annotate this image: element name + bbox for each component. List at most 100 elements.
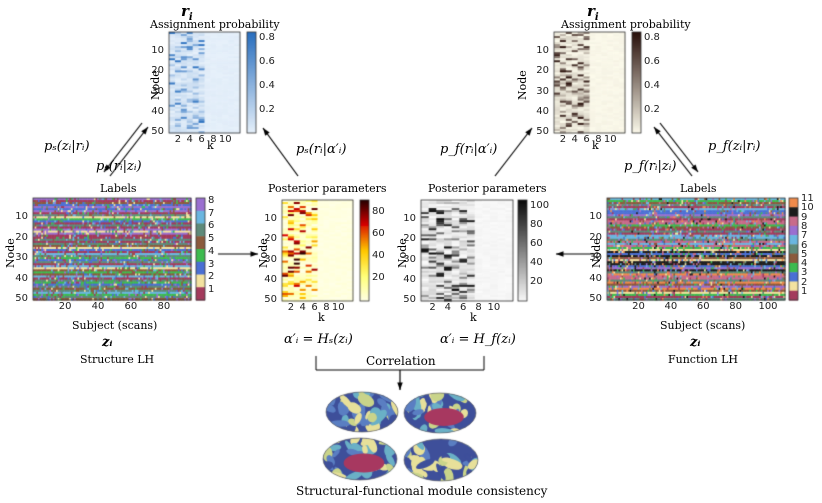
tick-label: 20 (530, 276, 543, 287)
tick-label: 80 (372, 206, 385, 217)
bottom-caption: Structural-functional module consistency (296, 484, 548, 498)
tick-label: 30 (403, 253, 416, 265)
tick-label: 100 (758, 301, 778, 312)
mr-title: Posterior parameters (428, 182, 547, 195)
tick-label: 60 (696, 301, 710, 312)
ll-xlabel: Subject (scans) (72, 319, 158, 332)
tick-label: 8 (475, 302, 482, 313)
tick-label: 4 (208, 245, 215, 257)
tick-label: 20 (151, 65, 164, 77)
tick-label: 20 (58, 301, 72, 312)
tick-label: 30 (589, 252, 602, 264)
tick-label: 0.6 (259, 56, 275, 67)
tick-label: 9 (801, 211, 808, 223)
tick-label: 50 (264, 293, 277, 305)
tick-label: 30 (15, 252, 28, 264)
tick-label: 11 (801, 193, 814, 204)
tick-label: 20 (536, 65, 549, 77)
tick-label: 0.2 (259, 104, 275, 115)
tr-title: Assignment probability (561, 18, 691, 31)
tick-label: 10 (331, 302, 345, 313)
tick-label: 40 (15, 272, 28, 284)
tick-label: 40 (403, 273, 416, 285)
tick-label: 10 (218, 134, 232, 145)
tick-label: 1 (208, 283, 215, 295)
tick-label: 6 (583, 134, 590, 145)
tick-label: 4 (801, 258, 808, 270)
tick-label: 20 (15, 231, 28, 243)
tick-label: 20 (403, 233, 416, 245)
tr-xlabel: k (592, 139, 599, 152)
tick-label: 10 (801, 202, 814, 214)
tick-label: 100 (530, 200, 550, 211)
arrow-label-ps-r-z: pₛ(rᵢ|zᵢ) (96, 159, 142, 174)
tick-label: 1 (801, 286, 808, 297)
tick-label: 8 (208, 195, 215, 206)
tick-label: 0.2 (644, 104, 660, 115)
lr-title: Labels (680, 182, 717, 195)
tick-label: 5 (208, 233, 215, 245)
tick-label: 7 (208, 207, 215, 219)
tick-label: 40 (264, 273, 277, 285)
tick-label: 3 (208, 258, 215, 270)
tick-label: 50 (15, 292, 28, 304)
tick-label: 2 (287, 302, 295, 313)
tick-label: 80 (530, 219, 543, 230)
arrow-label-ps-r-alpha: pₛ(rᵢ|α′ᵢ) (296, 142, 347, 157)
tick-label: 2 (429, 302, 436, 313)
tick-label: 10 (536, 45, 549, 57)
tr-var: 𝒓i (587, 2, 599, 23)
arrow-label-pf-r-alpha: p_f(rᵢ|α′ᵢ) (440, 142, 498, 157)
tick-label: 8 (595, 134, 602, 145)
tick-label: 8 (323, 302, 330, 313)
tick-label: 40 (664, 301, 678, 312)
ml-title: Posterior parameters (268, 182, 387, 195)
mr-formula: α′ᵢ = H_f(zᵢ) (440, 332, 516, 347)
tl-var: 𝒓i (181, 2, 193, 23)
tl-xlabel: k (207, 139, 214, 152)
ll-var: zᵢ (102, 335, 113, 350)
correlation-label: Correlation (366, 354, 436, 368)
tick-label: 60 (372, 228, 385, 239)
tick-label: 60 (124, 301, 138, 312)
tick-label: 7 (801, 230, 808, 242)
tick-label: 8 (210, 134, 217, 145)
tick-label: 2 (559, 134, 567, 145)
tick-label: 4 (299, 302, 306, 313)
mr-xlabel: k (470, 311, 477, 324)
tick-label: 6 (198, 134, 205, 145)
ml-formula: α′ᵢ = Hₛ(zᵢ) (284, 332, 353, 347)
tick-label: 6 (801, 239, 808, 251)
tick-label: 20 (589, 231, 602, 243)
tick-label: 80 (157, 301, 171, 312)
tick-label: 40 (91, 301, 105, 312)
tl-title: Assignment probability (150, 18, 280, 31)
tick-label: 20 (264, 233, 277, 245)
tick-label: 60 (530, 238, 543, 249)
lr-caption: Function LH (668, 353, 739, 366)
tick-label: 4 (571, 134, 578, 145)
tick-label: 50 (589, 292, 602, 304)
tick-label: 10 (403, 213, 416, 225)
tick-label: 20 (372, 272, 385, 283)
tick-label: 50 (536, 125, 549, 137)
tick-label: 40 (536, 105, 549, 117)
arrow-label-pf-r-z: p_f(rᵢ|zᵢ) (624, 159, 677, 174)
tick-label: 10 (603, 134, 617, 145)
arrow-label-ps-z-r: pₛ(zᵢ|rᵢ) (44, 139, 90, 154)
tick-label: 6 (208, 220, 215, 232)
tick-label: 0.8 (644, 32, 660, 43)
tick-label: 30 (151, 85, 164, 97)
tick-label: 4 (186, 134, 193, 145)
tick-label: 50 (151, 125, 164, 137)
ll-title: Labels (100, 182, 137, 195)
tick-label: 6 (311, 302, 318, 313)
ml-xlabel: k (318, 311, 325, 324)
ll-caption: Structure LH (80, 353, 155, 366)
tick-label: 40 (530, 257, 543, 268)
tick-label: 30 (536, 85, 549, 97)
tick-label: 40 (589, 272, 602, 284)
tick-label: 0.8 (259, 32, 275, 43)
tick-label: 2 (208, 271, 215, 283)
